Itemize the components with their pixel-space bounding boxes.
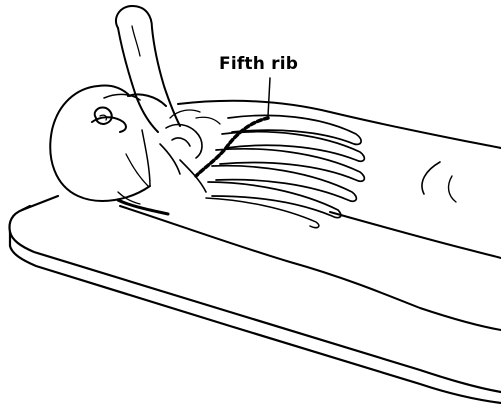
fifth-rib-label: Fifth rib (219, 54, 298, 74)
head (50, 85, 150, 200)
raised-arm (92, 6, 180, 132)
exam-table (10, 196, 501, 403)
fifth-rib-marker (196, 78, 270, 176)
axilla (160, 125, 206, 192)
ribcage (206, 115, 364, 227)
